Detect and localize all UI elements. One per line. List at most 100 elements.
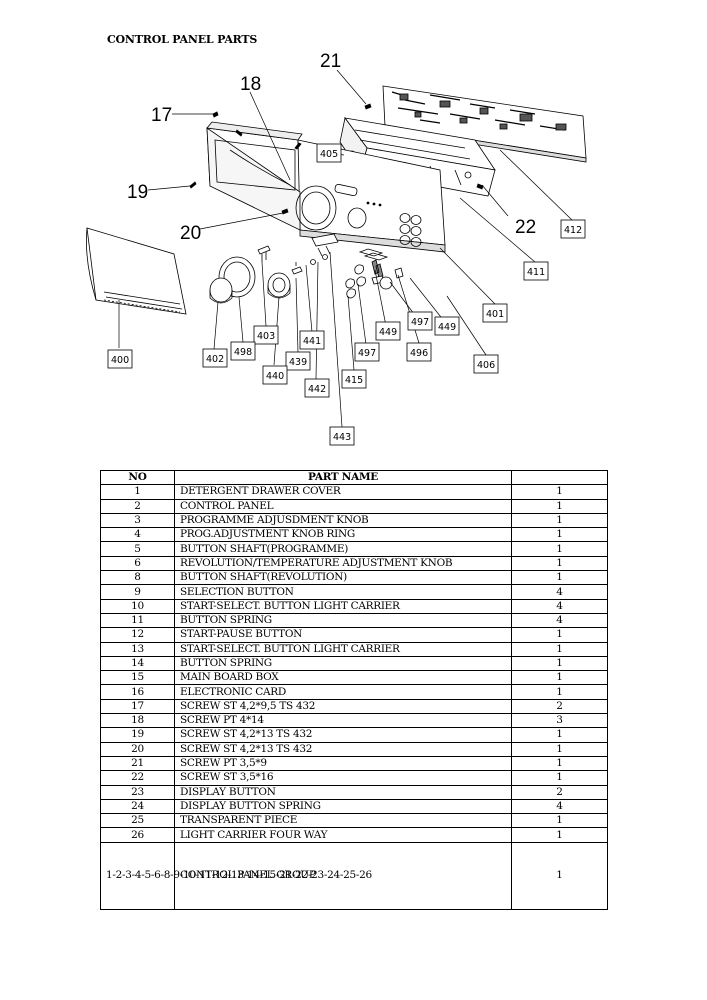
control-panel-drawing <box>206 121 446 253</box>
cell-no: 21 <box>100 755 175 772</box>
cell-no: 11 <box>100 612 175 629</box>
cell-no: 23 <box>100 784 175 800</box>
cell-qty: 4 <box>511 584 608 600</box>
cell-qty: 1 <box>511 827 608 843</box>
callout-411: 411 <box>527 267 545 278</box>
cell-qty: 1 <box>511 755 608 772</box>
callout-22: 22 <box>515 217 536 238</box>
cell-part-name: SELECTION BUTTON <box>174 584 512 600</box>
cell-part-name: BUTTON SPRING <box>174 655 512 672</box>
cell-qty: 1 <box>511 570 608 586</box>
cell-no: 6 <box>100 555 175 572</box>
cell-no: 24 <box>100 798 175 815</box>
callout-405: 405 <box>320 149 338 160</box>
cell-part-name: ELECTRONIC CARD <box>174 684 512 700</box>
callout-442: 442 <box>308 384 326 395</box>
cell-part-name: DETERGENT DRAWER COVER <box>174 484 512 500</box>
callout-20: 20 <box>180 223 201 244</box>
cell-qty: 2 <box>511 784 608 800</box>
cell-no: 9 <box>100 584 175 600</box>
cell-part-name: SCREW ST 4,2*13 TS 432 <box>174 727 512 743</box>
cell-no: 12 <box>100 627 175 643</box>
button-shafts-drawing <box>257 233 339 275</box>
callout-412: 412 <box>564 225 582 236</box>
cell-no: 3 <box>100 512 175 529</box>
cell-part-name: SCREW PT 3,5*9 <box>174 755 512 772</box>
callout-406: 406 <box>477 360 495 371</box>
cell-part-name: MAIN BOARD BOX <box>174 670 512 686</box>
cell-part-name: SCREW PT 4*14 <box>174 713 512 729</box>
callout-497-top: 497 <box>411 317 429 328</box>
cell-qty: 4 <box>511 612 608 629</box>
cell-qty: 1 <box>511 670 608 686</box>
callout-17: 17 <box>151 105 172 126</box>
cell-qty: 1 <box>511 541 608 557</box>
cell-no: 13 <box>100 641 175 657</box>
cell-part-name: DISPLAY BUTTON SPRING <box>174 798 512 815</box>
cell-qty: 1 <box>511 555 608 572</box>
header-no: NO <box>100 469 175 486</box>
cell-no: 17 <box>100 698 175 715</box>
cell-no: 26 <box>100 827 175 843</box>
cell-part-name: START-PAUSE BUTTON <box>174 627 512 643</box>
selection-buttons-drawing <box>345 248 404 299</box>
cell-part-name: TRANSPARENT PIECE <box>174 813 512 829</box>
cell-no: 1-2-3-4-5-6-8-9-10-11-12-13-14-15-21-22-… <box>100 841 372 910</box>
callout-401: 401 <box>486 309 504 320</box>
cell-qty: 1 <box>511 841 608 910</box>
cell-part-name: REVOLUTION/TEMPERATURE ADJUSTMENT KNOB <box>174 555 512 572</box>
callout-18: 18 <box>240 74 261 95</box>
cell-no: 2 <box>100 498 175 514</box>
cell-part-name: START-SELECT. BUTTON LIGHT CARRIER <box>174 598 512 614</box>
cell-qty: 1 <box>511 770 608 786</box>
cell-qty: 1 <box>511 684 608 700</box>
cell-part-name: CONTROL PANEL GROUP <box>174 841 512 910</box>
cell-part-name: SCREW ST 3,5*16 <box>174 770 512 786</box>
callout-497-bottom: 497 <box>358 348 376 359</box>
callout-415: 415 <box>345 375 363 386</box>
cell-no: 4 <box>100 527 175 543</box>
detergent-drawer-cover-drawing <box>86 227 187 315</box>
cell-part-name: CONTROL PANEL <box>174 498 512 514</box>
cell-qty: 4 <box>511 798 608 815</box>
cell-qty: 3 <box>511 713 608 729</box>
header-qty <box>511 469 608 486</box>
cell-qty: 1 <box>511 498 608 514</box>
cell-no: 22 <box>100 770 175 786</box>
callout-21: 21 <box>320 51 341 72</box>
callout-441: 441 <box>303 336 321 347</box>
cell-part-name: PROG.ADJUSTMENT KNOB RING <box>174 527 512 543</box>
table-header-row: NO PART NAME <box>100 469 608 486</box>
callout-402: 402 <box>206 354 224 365</box>
cell-qty: 1 <box>511 512 608 529</box>
cell-qty: 1 <box>511 727 608 743</box>
callout-449-right: 449 <box>438 322 456 333</box>
programme-knob-drawing <box>209 277 233 304</box>
cell-part-name: SCREW ST 4,2*9,5 TS 432 <box>174 698 512 715</box>
cell-no: 16 <box>100 684 175 700</box>
cell-no: 20 <box>100 741 175 757</box>
revolution-knob-drawing <box>267 272 291 299</box>
table-row-group: 1-2-3-4-5-6-8-9-10-11-12-13-14-15-21-22-… <box>100 841 608 910</box>
callout-449-left: 449 <box>379 327 397 338</box>
cell-part-name: DISPLAY BUTTON <box>174 784 512 800</box>
callout-400: 400 <box>111 355 129 366</box>
cell-part-name: PROGRAMME ADJUSDMENT KNOB <box>174 512 512 529</box>
